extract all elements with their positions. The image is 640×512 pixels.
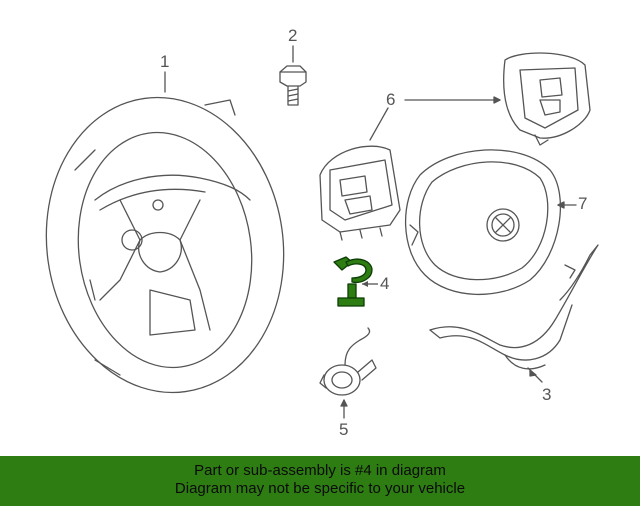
wiring-harness-part-4 [333,256,373,307]
mf-switch-right-part-6 [503,52,591,146]
callout-7: 7 [578,194,588,213]
trim-cover-part-3 [429,244,599,370]
callout-2: 2 [288,26,298,45]
banner-line-1: Part or sub-assembly is #4 in diagram [194,462,446,479]
callout-3: 3 [542,385,552,404]
sensor-part-5 [319,327,377,396]
callout-4: 4 [380,274,390,293]
bolt-part-2 [279,65,307,106]
callout-5: 5 [339,420,349,439]
parts-diagram [45,45,599,419]
bottom-strip [0,506,640,512]
part-info-banner: Part or sub-assembly is #4 in diagram Di… [0,456,640,506]
steering-wheel-part-1 [45,96,285,394]
callout-6: 6 [386,90,396,109]
airbag-part-7 [404,149,562,296]
banner-line-2: Diagram may not be specific to your vehi… [174,480,466,497]
callout-1: 1 [160,52,170,71]
mf-switch-left-part-6 [319,145,401,241]
